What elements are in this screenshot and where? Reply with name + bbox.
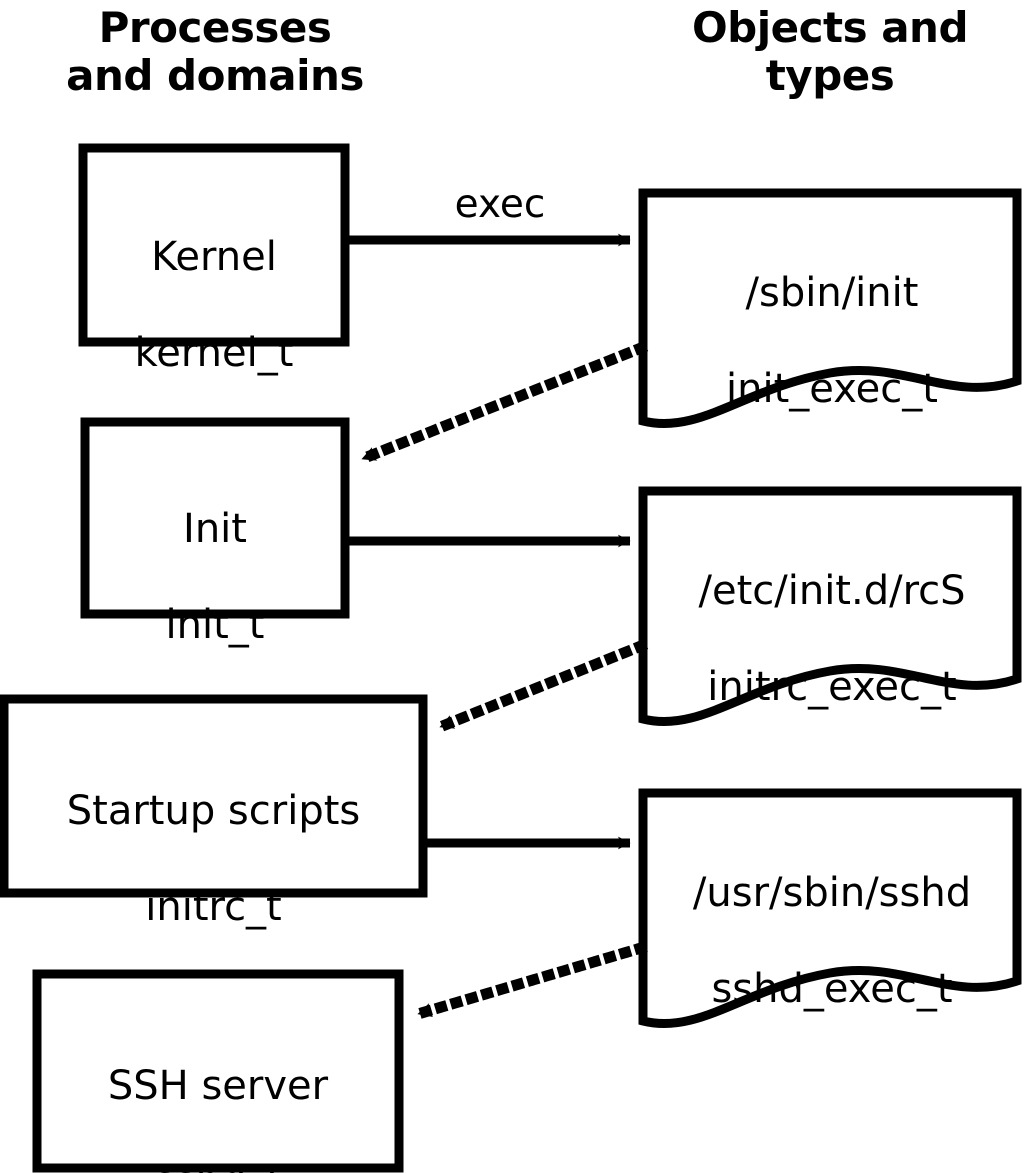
edge-label-exec: exec	[454, 182, 546, 227]
process-node-kernel	[78, 143, 350, 347]
process-node-init	[80, 417, 350, 619]
process-node-sshd	[32, 969, 404, 1173]
object-node-init-exec	[638, 188, 1022, 429]
column-header-processes: Processes and domains	[66, 3, 364, 100]
object-node-initrc-exec	[638, 486, 1022, 727]
process-node-initrc	[0, 694, 428, 898]
object-node-sshd-exec	[638, 788, 1022, 1029]
edge-init-exec-to-init	[354, 340, 649, 467]
edge-sshd-exec-to-sshd	[411, 941, 648, 1021]
column-header-objects: Objects and types	[691, 3, 969, 100]
edge-initrc-exec-to-initrc	[432, 638, 649, 735]
